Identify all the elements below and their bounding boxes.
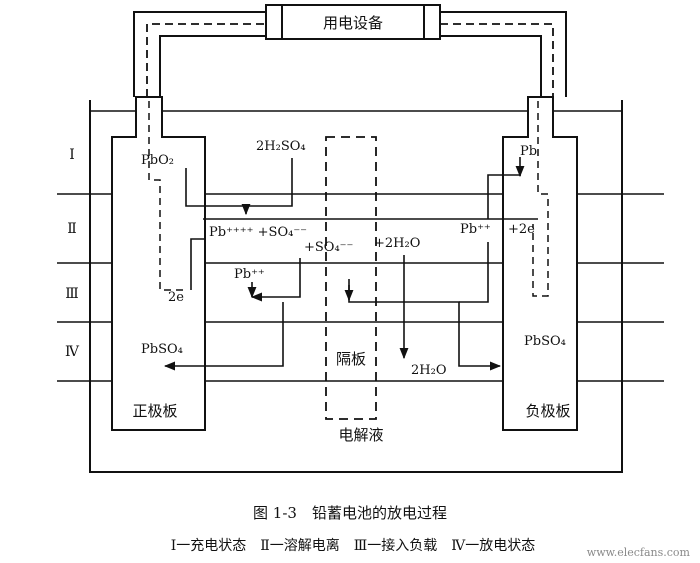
- positive-plate-label: 正极板: [132, 402, 177, 420]
- separator-label: 隔板: [336, 350, 366, 368]
- electrolyte-label: 电解液: [338, 426, 383, 444]
- device-label: 用电设备: [323, 14, 383, 32]
- state-label-4: Ⅳ: [65, 344, 80, 360]
- h2so4-label: 2H₂SO₄: [256, 139, 306, 154]
- negative-plate-label: 负极板: [525, 402, 570, 420]
- negative-plate: [502, 96, 578, 431]
- separator: [325, 136, 377, 420]
- external-circuit-wires: [133, 11, 567, 97]
- figure-legend: Ⅰ一充电状态 Ⅱ一溶解电离 Ⅲ一接入负载 Ⅳ一放电状态: [171, 537, 536, 554]
- pbso4-left-label: PbSO₄: [141, 342, 183, 357]
- state-label-1: Ⅰ: [69, 147, 75, 163]
- water-out-label: 2H₂O: [411, 363, 446, 378]
- two-e-left-label: 2e: [168, 290, 184, 305]
- state-label-3: Ⅲ: [65, 286, 79, 302]
- so4-label: +SO₄⁻⁻: [304, 240, 353, 255]
- pbso4-right-label: PbSO₄: [524, 334, 566, 349]
- pb-2plus-left-label: Pb⁺⁺: [234, 267, 265, 282]
- figure-caption: 图 1-3 铅蓄电池的放电过程: [253, 504, 447, 522]
- reaction-flow-arrows: [163, 157, 538, 371]
- pb-neg-top-label: Pb: [520, 144, 537, 159]
- pbo2-label: PbO₂: [141, 153, 174, 168]
- pb-4plus-so4-label: Pb⁺⁺⁺⁺ +SO₄⁻⁻: [209, 225, 307, 240]
- two-e-right-label: +2e: [508, 222, 535, 237]
- state-label-2: Ⅱ: [67, 221, 77, 237]
- battery-tank: [89, 100, 623, 473]
- positive-plate: [111, 96, 206, 431]
- watermark: www.elecfans.com: [587, 546, 691, 559]
- load-device: 用电设备: [265, 4, 441, 40]
- two-h2o-label: +2H₂O: [374, 236, 420, 251]
- pb-2plus-right-label: Pb⁺⁺: [460, 222, 491, 237]
